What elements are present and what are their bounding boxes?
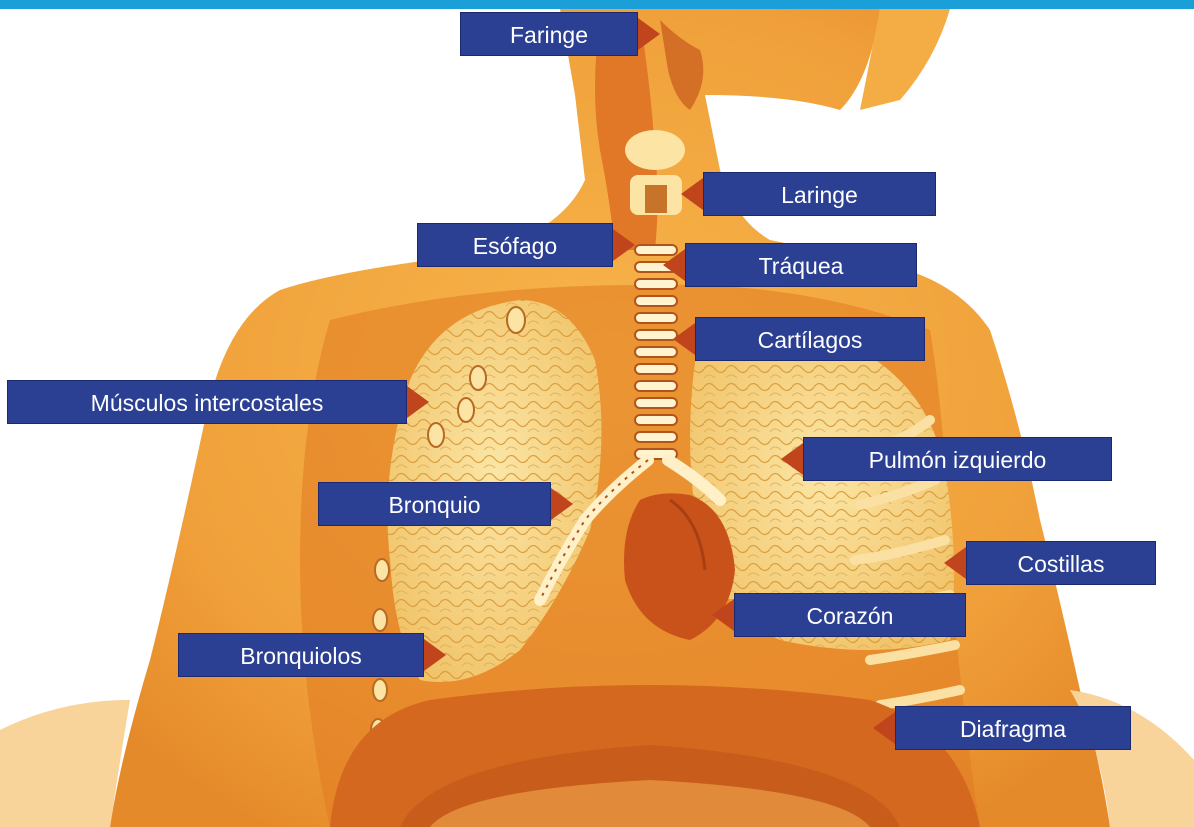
label-laringe: Laringe	[703, 172, 936, 216]
label-pulmon-izquierdo: Pulmón izquierdo	[803, 437, 1112, 481]
pointer-esofago	[613, 229, 635, 261]
pointer-musculos-intercostales	[407, 386, 429, 418]
label-bronquio: Bronquio	[318, 482, 551, 526]
label-cartilagos: Cartílagos	[695, 317, 925, 361]
pointer-corazon	[712, 599, 734, 631]
label-esofago: Esófago	[417, 223, 613, 267]
pointer-bronquio	[551, 488, 573, 520]
label-faringe: Faringe	[460, 12, 638, 56]
pointer-costillas	[944, 547, 966, 579]
diaphragm-shape	[330, 685, 980, 827]
label-traquea: Tráquea	[685, 243, 917, 287]
pointer-laringe	[681, 178, 703, 210]
label-musculos-intercostales: Músculos intercostales	[7, 380, 407, 424]
pointer-traquea	[663, 249, 685, 281]
pointer-faringe	[638, 18, 660, 50]
label-corazon: Corazón	[734, 593, 966, 637]
pointer-pulmon-izquierdo	[781, 443, 803, 475]
pointer-bronquiolos	[424, 639, 446, 671]
label-costillas: Costillas	[966, 541, 1156, 585]
pointer-cartilagos	[673, 323, 695, 355]
pointer-diafragma	[873, 712, 895, 744]
label-bronquiolos: Bronquiolos	[178, 633, 424, 677]
label-diafragma: Diafragma	[895, 706, 1131, 750]
